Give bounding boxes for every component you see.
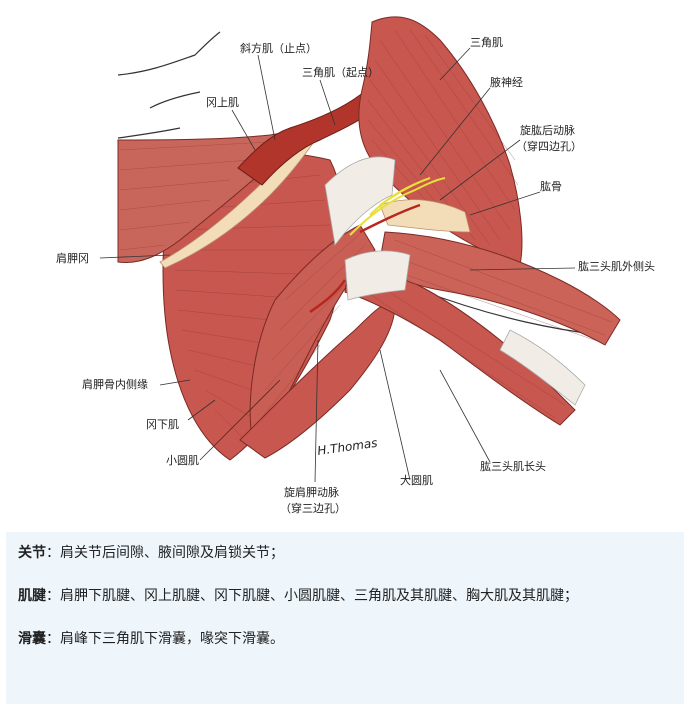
circumflex-scapular-artery bbox=[309, 279, 347, 314]
label-triceps-long-head: 肱三头肌长头 bbox=[480, 459, 546, 473]
axillary-nerve bbox=[349, 177, 446, 236]
caption-text: ：肩峰下三角肌下滑囊，喙突下滑囊。 bbox=[46, 631, 284, 647]
label-circumflex-scapular-artery-note: （穿三边孔） bbox=[280, 501, 346, 515]
label-humerus: 肱骨 bbox=[540, 179, 562, 193]
caption-row-tendons: 肌腱：肩胛下肌腱、冈上肌腱、冈下肌腱、小圆肌腱、三角肌及其肌腱、胸大肌及其肌腱； bbox=[18, 585, 672, 607]
anatomy-labels: 斜方肌（止点） 三角肌（起点） 冈上肌 三角肌 腋神经 旋肱后动脉 （穿四边孔）… bbox=[56, 36, 655, 515]
humerus-bone bbox=[379, 199, 471, 233]
shoulder-anatomy-illustration: H.Thomas 斜方肌（止点） 三角肌（起点） 冈上肌 三角肌 腋神经 旋肱后… bbox=[56, 16, 655, 515]
label-posterior-circumflex-humeral-artery: 旋肱后动脉 bbox=[520, 123, 575, 137]
label-triceps-lateral-head: 肱三头肌外侧头 bbox=[578, 259, 655, 273]
teres-minor-tendon bbox=[344, 250, 411, 301]
caption-text: ：肩关节后间隙、腋间隙及肩锁关节； bbox=[46, 545, 284, 561]
caption-panel: 关节：肩关节后间隙、腋间隙及肩锁关节； 肌腱：肩胛下肌腱、冈上肌腱、冈下肌腱、小… bbox=[6, 532, 684, 704]
label-deltoid: 三角肌 bbox=[470, 36, 503, 49]
label-circumflex-scapular-artery: 旋肩胛动脉 bbox=[284, 485, 339, 499]
triceps-tendon bbox=[499, 329, 586, 406]
label-axillary-nerve: 腋神经 bbox=[490, 75, 523, 89]
label-teres-major: 大圆肌 bbox=[400, 473, 433, 487]
caption-row-joints: 关节：肩关节后间隙、腋间隙及肩锁关节； bbox=[18, 542, 672, 564]
label-trapezius-insertion: 斜方肌（止点） bbox=[240, 41, 317, 55]
label-deltoid-origin: 三角肌（起点） bbox=[302, 66, 379, 79]
label-posterior-circumflex-humeral-artery-note: （穿四边孔） bbox=[516, 139, 582, 153]
label-supraspinatus: 冈上肌 bbox=[206, 96, 239, 109]
label-teres-minor: 小圆肌 bbox=[166, 454, 199, 467]
caption-row-bursae: 滑囊：肩峰下三角肌下滑囊，喙突下滑囊。 bbox=[18, 628, 672, 650]
infraspinatus-tendon bbox=[324, 156, 396, 246]
artist-signature: H.Thomas bbox=[316, 436, 378, 458]
label-scapular-spine: 肩胛冈 bbox=[56, 251, 89, 265]
triceps-lateral-head-muscle bbox=[379, 231, 621, 346]
posterior-circumflex-humeral-artery bbox=[359, 203, 421, 234]
triceps-long-head-muscle bbox=[344, 259, 576, 426]
caption-term: 关节 bbox=[18, 545, 46, 561]
label-infraspinatus: 冈下肌 bbox=[146, 418, 179, 431]
caption-term: 肌腱 bbox=[18, 588, 46, 604]
caption-term: 滑囊 bbox=[18, 631, 46, 647]
label-scapula-medial-border: 肩胛骨内侧缘 bbox=[82, 377, 148, 391]
caption-text: ：肩胛下肌腱、冈上肌腱、冈下肌腱、小圆肌腱、三角肌及其肌腱、胸大肌及其肌腱； bbox=[46, 588, 578, 604]
leader-lines bbox=[99, 47, 576, 483]
